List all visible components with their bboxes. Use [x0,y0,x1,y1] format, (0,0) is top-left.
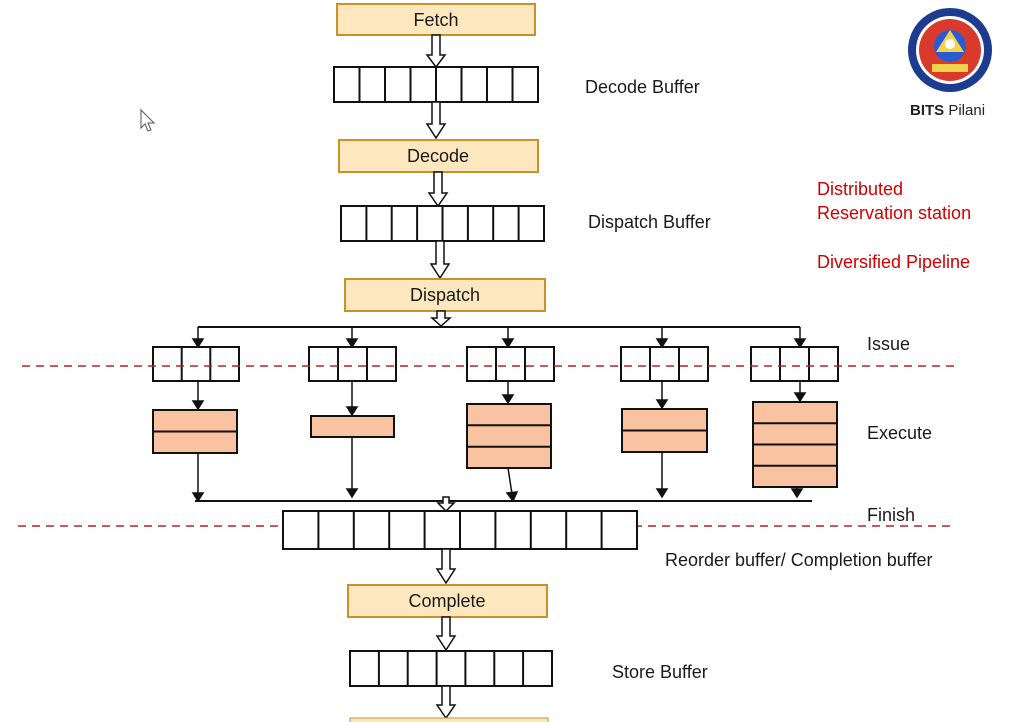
issue-arrows [191,381,807,417]
complete-stage-label: Complete [408,591,485,611]
arrow-to-decode [425,101,447,140]
arrow-dispatch-to-bus [430,310,452,328]
decode-buffer [333,66,539,103]
decode-buffer-label: Decode Buffer [585,77,700,97]
logo-caption: BITS Pilani [910,102,985,119]
complete-stage-box [347,584,548,618]
finish-label: Finish [867,505,915,525]
execute-label: Execute [867,423,932,443]
reorder-buffer-label: Reorder buffer/ Completion buffer [665,550,933,570]
finish-arrows [191,437,804,503]
arrow-to-dispatch [429,240,451,280]
arrow-to-dispatch-buffer [427,171,449,208]
arrow-to-store-buffer [435,616,457,652]
arrow-fetch-to-decode-buffer [425,34,447,69]
bits-pilani-logo-icon [908,8,992,92]
distribution-arrows [191,327,807,349]
dispatch-stage-label: Dispatch [410,285,480,305]
arrow-from-store-buffer [435,685,457,720]
fetch-stage-box [336,3,536,36]
note-reservation-station: Reservation station [817,203,971,223]
reservation-stations [152,346,839,382]
dispatch-buffer [340,205,545,242]
fetch-stage-label: Fetch [413,10,458,30]
logo-caption-rest: Pilani [944,102,985,119]
note-distributed: Distributed [817,179,903,199]
mouse-cursor-icon [140,108,156,132]
decode-stage-box [338,139,539,173]
issue-label: Issue [867,334,910,354]
arrow-bus-to-reorder-buffer [436,496,456,513]
dispatch-stage-box [344,278,546,312]
next-stage-box-partial [349,717,549,722]
arrow-to-complete [435,548,457,585]
store-buffer-label: Store Buffer [612,662,708,682]
reorder-buffer [282,510,638,550]
dispatch-buffer-label: Dispatch Buffer [588,212,711,232]
execution-units [152,401,838,488]
note-diversified-pipeline: Diversified Pipeline [817,252,970,272]
logo-caption-bold: BITS [910,102,944,119]
decode-stage-label: Decode [407,146,469,166]
store-buffer [349,650,553,687]
